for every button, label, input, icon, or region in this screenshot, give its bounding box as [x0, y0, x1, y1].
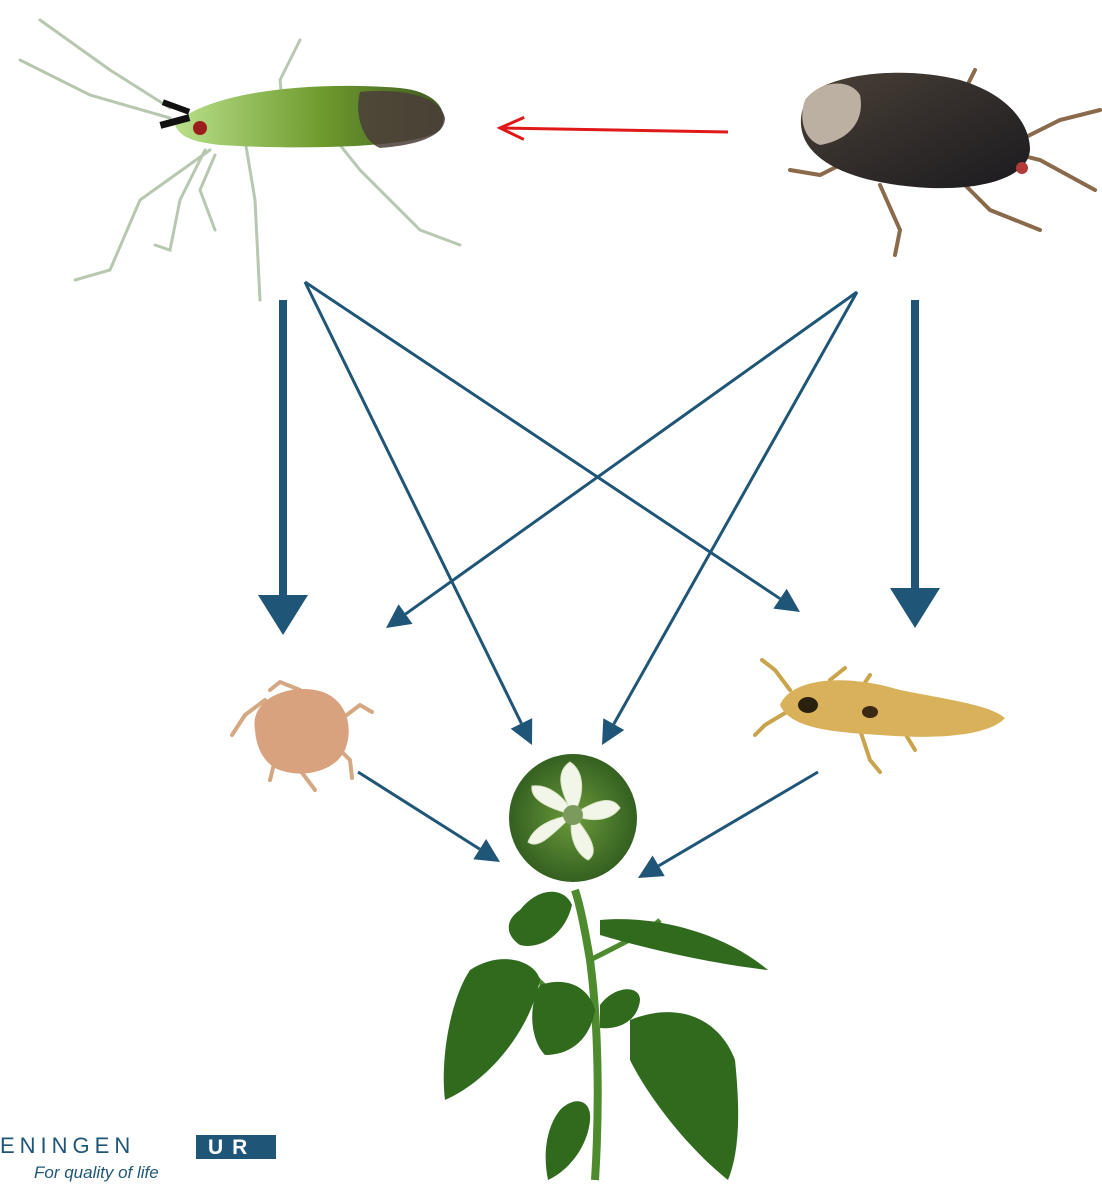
edge-arrowhead — [890, 588, 940, 628]
edge-dark-predator-to-thrips-prey — [890, 300, 940, 628]
edge-green-predator-to-thrips-prey — [305, 282, 800, 612]
edge-line — [305, 282, 521, 723]
edge-dark-predator-to-green-predator — [500, 117, 728, 139]
thrips-prey-icon — [755, 660, 1005, 772]
edge-green-predator-to-aphid-prey — [258, 300, 308, 635]
logo-tagline: For quality of life — [34, 1163, 159, 1183]
edge-arrowhead — [638, 855, 665, 878]
edge-arrowhead — [258, 595, 308, 635]
edge-thrips-prey-to-plant — [638, 772, 818, 878]
edge-line — [659, 772, 818, 866]
edge-arrowhead — [773, 589, 800, 612]
logo-box: UR — [196, 1135, 276, 1159]
wageningen-logo: ENINGEN UR For quality of life — [0, 1135, 300, 1187]
logo-box-text: UR — [208, 1136, 256, 1160]
edge-arrowhead — [386, 604, 413, 628]
edge-line — [614, 292, 857, 724]
dark-predator-icon — [790, 70, 1100, 255]
edge-dark-predator-to-aphid-prey — [386, 292, 857, 628]
edge-line — [305, 282, 780, 599]
edge-aphid-prey-to-plant — [358, 772, 500, 862]
edge-line — [406, 292, 857, 614]
plant-icon — [444, 890, 768, 1180]
green-predator-icon — [20, 20, 460, 300]
logo-wordmark: ENINGEN — [0, 1135, 135, 1157]
aphid-prey-icon — [232, 682, 372, 790]
edge-line — [358, 772, 480, 849]
edge-green-predator-to-flower — [305, 282, 532, 745]
flower-icon — [509, 754, 637, 882]
edge-dark-predator-to-flower — [602, 292, 857, 745]
edge-arrowhead — [473, 839, 500, 862]
edge-line — [500, 128, 728, 132]
